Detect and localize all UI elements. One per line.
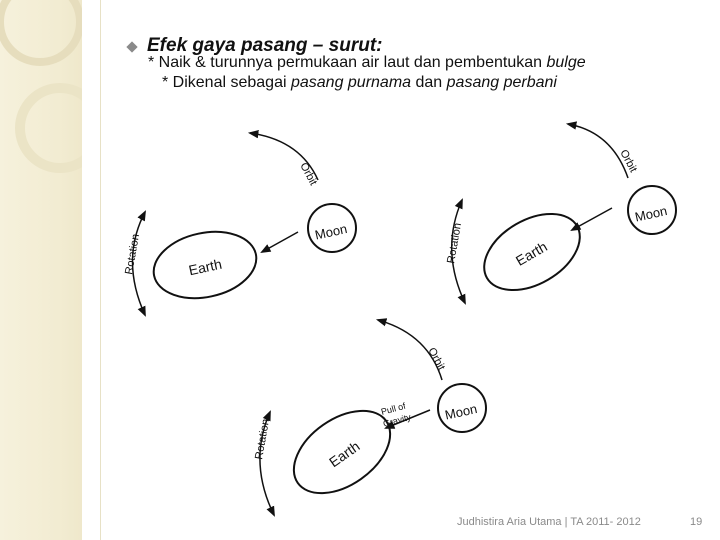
sidebar-circles-decoration [0,0,82,173]
decorative-sidebar [0,0,82,540]
line2-mid: dan [411,74,447,91]
moon-label: Moon [444,401,479,422]
bullet-line-1: * Naik & turunnya permukaan air laut dan… [148,54,586,72]
rotation-label: Rotation [123,233,142,275]
line1-italic: bulge [546,54,586,71]
orbit-label: Orbit [425,346,447,373]
moon-shape [437,383,487,433]
diagram-panel-2: Orbit Rotation Earth Moon [445,121,677,305]
diagram-panel-1: Orbit Rotation Earth Moon [123,130,357,317]
sidebar-divider [100,0,101,540]
line2-italic-1: pasang purnama [290,74,412,91]
bullet-title-row: Efek gaya pasang – surut: [126,35,383,57]
page-number: 19 [690,516,703,528]
rotation-label: Rotation [253,418,272,460]
moon-label: Moon [314,221,349,242]
moon-label: Moon [634,203,669,224]
earth-label: Earth [187,256,223,279]
slide-title: Efek gaya pasang – surut: [147,35,383,56]
moon-shape [307,203,357,253]
moon-shape [627,185,677,235]
bullet-line-2: * Dikenal sebagai pasang purnama dan pas… [162,74,557,92]
line2-italic-2: pasang perbani [446,74,557,91]
earth-shape [152,230,258,300]
orbit-label: Orbit [297,161,319,188]
line2-prefix: * Dikenal sebagai [162,74,291,91]
line1-text: * Naik & turunnya permukaan air laut dan… [148,54,547,71]
diagram-panel-3: Orbit Rotation Earth Pull of Gravity Moo… [253,318,487,517]
rotation-label: Rotation [445,222,464,264]
footer-author: Judhistira Aria Utama | TA 2011- 2012 [457,516,641,528]
